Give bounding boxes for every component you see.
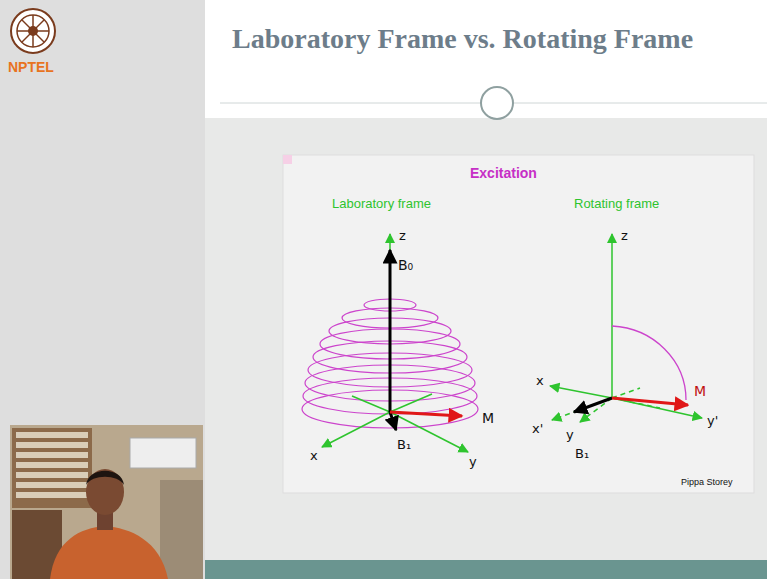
slide-footer-bar bbox=[205, 560, 767, 579]
panel-corner-mark bbox=[283, 155, 292, 164]
x-axis bbox=[322, 412, 390, 447]
y-axis bbox=[390, 412, 468, 452]
z-axis bbox=[389, 234, 391, 412]
slide-title: Laboratory Frame vs. Rotating Frame bbox=[232, 24, 693, 55]
axis-label: z bbox=[399, 229, 406, 242]
person-head bbox=[86, 469, 124, 515]
figure-heading: Excitation bbox=[470, 166, 537, 180]
axis-label: z bbox=[621, 229, 628, 242]
axis-label: x' bbox=[532, 422, 543, 435]
vector-label: M bbox=[482, 411, 494, 425]
webcam-photo bbox=[10, 425, 203, 579]
logo-ring bbox=[17, 15, 49, 47]
y-axis-back bbox=[352, 396, 390, 412]
vector-label: B₀ bbox=[398, 258, 413, 272]
x-axis-back bbox=[390, 394, 432, 412]
rotating-frame-figure bbox=[550, 234, 702, 422]
air-conditioner bbox=[130, 438, 196, 468]
window-blinds bbox=[16, 432, 88, 498]
axis-label: y' bbox=[707, 414, 718, 427]
slide-background bbox=[205, 0, 767, 579]
y-prime-axis bbox=[612, 398, 702, 418]
x-axis bbox=[550, 386, 612, 398]
y-axis bbox=[580, 398, 612, 422]
header-ornament bbox=[481, 87, 513, 119]
b1-vector bbox=[574, 398, 612, 412]
axis-label: x bbox=[310, 449, 318, 462]
vector-label: M bbox=[694, 384, 706, 398]
sidebar bbox=[0, 0, 205, 579]
x-prime-axis-back bbox=[612, 388, 640, 398]
person-shirt bbox=[50, 526, 168, 579]
logo-text: NPTEL bbox=[8, 60, 54, 74]
logo-hub bbox=[28, 26, 38, 36]
z-axis bbox=[611, 234, 613, 398]
logo-ring bbox=[11, 9, 55, 53]
panel-heading: Laboratory frame bbox=[332, 197, 431, 210]
b0-vector bbox=[389, 250, 392, 412]
axis-label: y bbox=[566, 428, 574, 441]
vector-label: B₁ bbox=[575, 447, 589, 460]
x-prime-axis bbox=[552, 398, 612, 420]
vector-label: B₁ bbox=[397, 438, 411, 451]
laboratory-frame-figure bbox=[302, 234, 478, 452]
nptel-logo bbox=[11, 9, 55, 53]
window-frame bbox=[12, 428, 92, 508]
webcam-wall bbox=[10, 425, 203, 579]
logo-spokes bbox=[17, 15, 49, 47]
nutation-arc bbox=[612, 326, 686, 400]
magnetisation-vector bbox=[612, 398, 688, 405]
b1-vector bbox=[390, 412, 396, 430]
axis-label: x bbox=[536, 374, 544, 387]
slide-content-band bbox=[205, 118, 767, 560]
credit-text: Pippa Storey bbox=[681, 478, 733, 487]
axis-label: y bbox=[469, 455, 477, 468]
panel-heading: Rotating frame bbox=[574, 197, 659, 210]
person-hair bbox=[86, 471, 124, 485]
magnetisation-vector bbox=[390, 412, 462, 416]
wall-shelf bbox=[160, 480, 203, 579]
figure-panel bbox=[283, 155, 754, 493]
